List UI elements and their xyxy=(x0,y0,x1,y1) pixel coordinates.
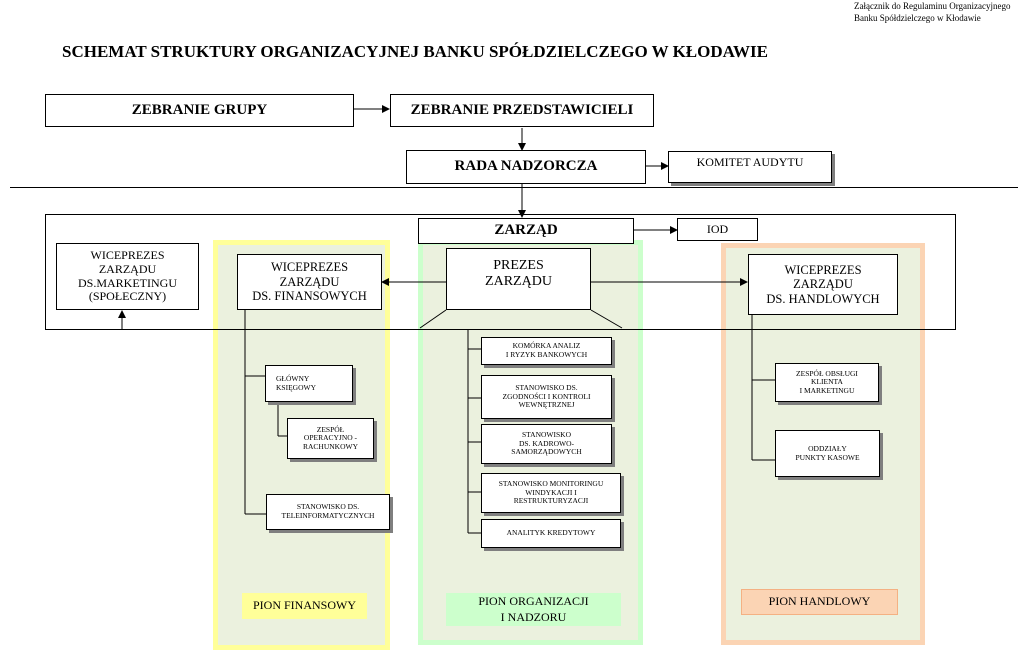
org-unit-analityk-kredytowy: ANALITYK KREDYTOWY xyxy=(481,519,621,548)
page-title: SCHEMAT STRUKTURY ORGANIZACYJNEJ BANKU S… xyxy=(62,42,768,61)
finance-unit-teleinformatyka: STANOWISKO DS. TELEINFORMATYCZNYCH xyxy=(266,494,390,530)
vp-trade-box: WICEPREZES ZARZĄDU DS. HANDLOWYCH xyxy=(748,254,898,315)
zarzad-box: ZARZĄD xyxy=(418,218,634,244)
finance-unit-glowny-ksiegowy: GŁÓWNY KSIĘGOWY xyxy=(265,365,353,402)
finance-unit-zespol-operacyjny: ZESPÓŁ OPERACYJNO - RACHUNKOWY xyxy=(287,418,374,459)
org-unit-kadry: STANOWISKO DS. KADROWO- SAMORZĄDOWYCH xyxy=(481,424,612,464)
iod-box: IOD xyxy=(677,218,758,241)
org-unit-zgodnosc: STANOWISKO DS. ZGODNOŚCI I KONTROLI WEWN… xyxy=(481,375,612,419)
zebranie-przedstawicieli-box: ZEBRANIE PRZEDSTAWICIELI xyxy=(390,94,654,127)
zebranie-grupy-box: ZEBRANIE GRUPY xyxy=(45,94,354,127)
pion-organizacji-label: PION ORGANIZACJI I NADZORU xyxy=(446,593,621,626)
prezes-right-diagonal xyxy=(590,309,623,329)
annex-note: Załącznik do Regulaminu Organizacyjnego … xyxy=(854,1,1011,23)
vp-marketing-box: WICEPREZES ZARZĄDU DS.MARKETINGU (SPOŁEC… xyxy=(56,243,199,310)
org-unit-komorka-analiz: KOMÓRKA ANALIZ I RYZYK BANKOWYCH xyxy=(481,337,612,365)
komitet-audytu-box: KOMITET AUDYTU xyxy=(668,151,832,183)
pion-finansowy-label: PION FINANSOWY xyxy=(242,593,367,619)
prezes-left-diagonal xyxy=(419,309,447,329)
rada-nadzorcza-box: RADA NADZORCZA xyxy=(406,150,646,184)
trade-unit-oddzialy: ODDZIAŁY PUNKTY KASOWE xyxy=(775,430,880,477)
zarzad-frame xyxy=(45,214,956,330)
separator-line xyxy=(10,187,1018,188)
org-unit-monitoring-windykacji: STANOWISKO MONITORINGU WINDYKACJI I REST… xyxy=(481,473,621,513)
vp-finance-box: WICEPREZES ZARZĄDU DS. FINANSOWYCH xyxy=(237,254,382,310)
pion-handlowy-label: PION HANDLOWY xyxy=(741,589,898,615)
prezes-box: PREZES ZARZĄDU xyxy=(446,248,591,310)
trade-unit-zespol-obslugi: ZESPÓŁ OBSŁUGI KLIENTA I MARKETINGU xyxy=(775,363,879,402)
